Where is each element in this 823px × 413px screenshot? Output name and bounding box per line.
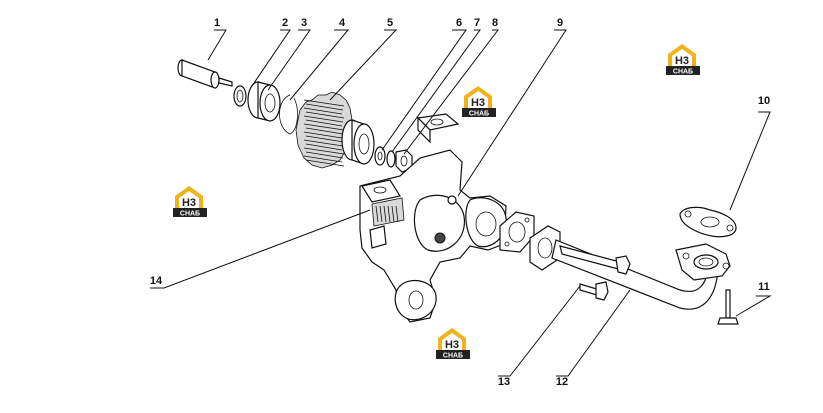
body-rib-line — [383, 205, 387, 223]
callout-14: 14 — [150, 275, 163, 287]
gear-tooth-line — [305, 127, 344, 135]
gear-tooth-line — [303, 147, 345, 155]
part-1-shaft — [177, 59, 233, 89]
gear-tooth-line — [303, 99, 345, 107]
gear-tooth-line — [305, 135, 345, 143]
watermark-brand-word: СНАБ — [180, 211, 200, 218]
part-11-bolt — [717, 289, 739, 325]
callout-9: 9 — [557, 17, 563, 29]
watermark-brand-short: H3 — [471, 97, 485, 109]
part-2-washer — [233, 85, 247, 107]
gear-tooth-line — [303, 155, 343, 163]
gear-tooth-line — [303, 139, 344, 147]
gear-tooth-line — [303, 131, 343, 139]
part-6-washer — [374, 146, 386, 166]
gear-tooth-line — [303, 115, 344, 123]
oil-pump-body — [359, 149, 507, 323]
mounting-plate-top — [416, 113, 460, 144]
body-rib-line — [379, 205, 383, 223]
callout-2: 2 — [282, 17, 288, 29]
gear-tooth-line — [305, 119, 343, 127]
part-5-gear — [295, 91, 375, 169]
callout-1: 1 — [214, 17, 220, 29]
gear-tooth-line — [305, 111, 345, 119]
leader-lines — [150, 29, 772, 377]
watermark-brand-short: H3 — [675, 55, 689, 67]
body-rib-line — [391, 205, 395, 223]
callout-6: 6 — [456, 17, 462, 29]
callout-5: 5 — [387, 17, 393, 29]
callout-4: 4 — [339, 17, 346, 29]
gear-tooth-line — [305, 103, 344, 111]
part-7-lock-washer — [386, 150, 396, 168]
gear-tooth-line — [303, 107, 343, 115]
callout-10: 10 — [758, 95, 770, 107]
watermark-brand-word: СНАБ — [443, 353, 463, 360]
callout-8: 8 — [492, 17, 498, 29]
part-12-oil-pipe — [529, 225, 731, 310]
part-3-bearing — [247, 81, 281, 122]
watermark-brand-short: H3 — [182, 197, 196, 209]
callout-7: 7 — [474, 17, 480, 29]
gear-tooth-line — [305, 159, 345, 167]
callout-11: 11 — [758, 281, 770, 293]
body-rib-line — [387, 205, 391, 223]
callout-13: 13 — [498, 376, 510, 388]
callout-3: 3 — [301, 17, 307, 29]
part-13-bolts — [559, 245, 631, 301]
part-4-snap-ring — [279, 94, 298, 135]
gear-tooth-line — [305, 151, 344, 159]
callout-labels: 1 2 3 4 5 6 7 8 9 10 11 12 13 14 — [150, 17, 770, 388]
body-rib-line — [395, 205, 399, 223]
gear-tooth-line — [303, 123, 345, 131]
callout-12: 12 — [556, 376, 568, 388]
watermark-brand-short: H3 — [445, 339, 459, 351]
part-10-gasket — [679, 206, 737, 238]
watermark-brand-word: СНАБ — [673, 69, 693, 76]
gear-tooth-line — [305, 143, 343, 151]
watermark-brand-word: СНАБ — [469, 111, 489, 118]
body-rib-line — [375, 205, 379, 223]
